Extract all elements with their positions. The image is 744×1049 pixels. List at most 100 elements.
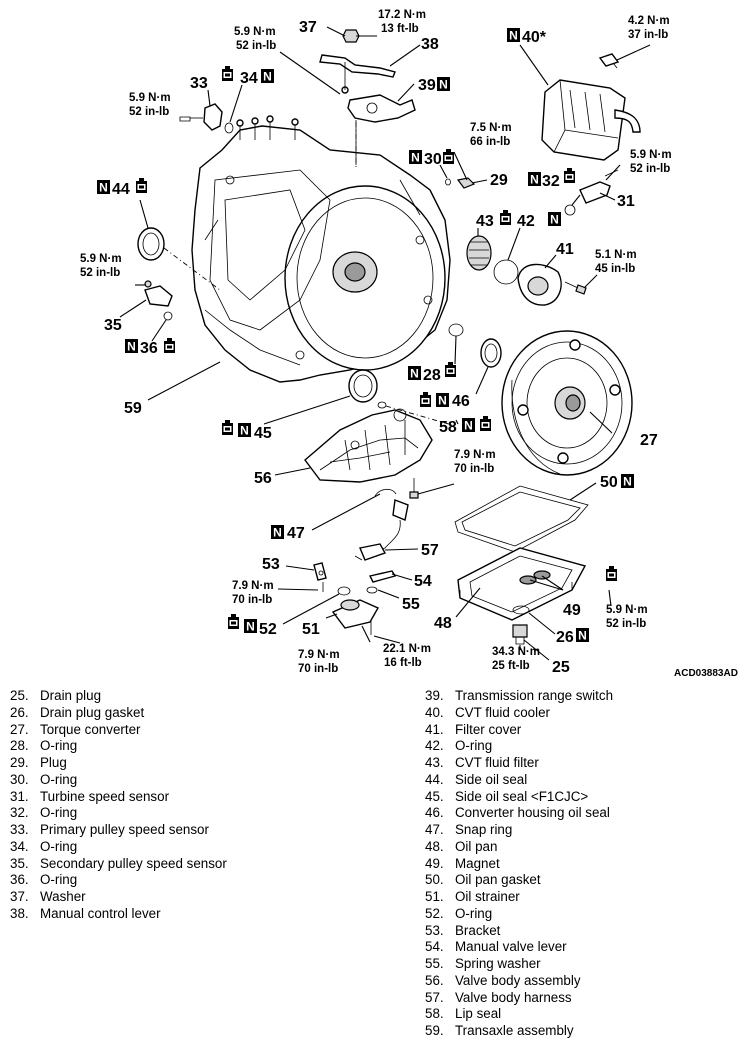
oil-can-icon xyxy=(443,149,454,164)
torque-label: 70 in-lb xyxy=(298,663,338,675)
callout-47: 47 xyxy=(287,525,305,542)
torque-label: 52 in-lb xyxy=(630,163,670,175)
legend-part-name: Secondary pulley speed sensor xyxy=(40,855,227,871)
legend-part-name: Oil strainer xyxy=(455,889,520,904)
callout-36: 36 xyxy=(140,340,158,357)
legend-part-name: Turbine speed sensor xyxy=(40,788,170,804)
legend-part-name: O-ring xyxy=(40,872,78,888)
callout-39: 39 xyxy=(418,77,436,94)
oil-can-icon xyxy=(420,392,431,407)
washer-nut xyxy=(342,29,360,43)
legend-number: 36. xyxy=(10,872,29,888)
legend-part-name: Converter housing oil seal xyxy=(455,805,610,821)
legend-number: 42. xyxy=(425,738,444,754)
legend-item: 29.Plug xyxy=(10,755,227,772)
legend-part-name: O-ring xyxy=(455,738,493,754)
torque-label: 52 in-lb xyxy=(236,40,276,52)
legend-number: 50. xyxy=(425,872,444,888)
filter-cover xyxy=(517,263,587,306)
torque-label: 17.2 N·m xyxy=(378,9,426,21)
legend-part-name: O-ring xyxy=(40,738,78,754)
oil-pan-gasket xyxy=(454,485,589,553)
oil-can-icon xyxy=(228,614,239,629)
drain-plug-gasket xyxy=(512,605,530,615)
torque-label: 45 in-lb xyxy=(595,263,635,275)
torque-label: 34.3 N·m xyxy=(492,646,540,658)
callout-49: 49 xyxy=(563,602,581,619)
legend-number: 37. xyxy=(10,889,29,904)
o-ring-28 xyxy=(448,323,464,337)
legend-number: 40. xyxy=(425,704,444,720)
legend-item: 38.Manual control lever xyxy=(10,906,227,923)
torque-label: 7.9 N·m xyxy=(454,449,496,461)
oil-can-icon xyxy=(445,362,456,377)
callout-42: 42 xyxy=(517,213,535,230)
new-part-icon xyxy=(408,366,421,381)
transaxle-case xyxy=(191,115,451,383)
oil-can-icon xyxy=(164,338,175,353)
legend-part-name: CVT fluid filter xyxy=(455,755,539,770)
legend-part-name: Spring washer xyxy=(455,956,541,971)
legend-part-name: O-ring xyxy=(455,905,493,921)
legend-item: 39.Transmission range switch xyxy=(425,688,613,705)
legend-part-name: Washer xyxy=(40,889,86,904)
torque-label: 70 in-lb xyxy=(232,594,272,606)
legend-number: 53. xyxy=(425,922,444,938)
legend-number: 38. xyxy=(10,905,29,921)
filter-o-ring xyxy=(493,259,519,285)
leader-lines xyxy=(119,26,651,661)
callout-59: 59 xyxy=(124,400,142,417)
torque-label: 37 in-lb xyxy=(628,29,668,41)
legend-number: 39. xyxy=(425,688,444,703)
callout-35: 35 xyxy=(104,317,122,334)
torque-converter xyxy=(501,330,633,476)
legend-number: 35. xyxy=(10,855,29,871)
legend-number: 51. xyxy=(425,889,444,904)
callout-32: 32 xyxy=(542,173,560,190)
side-oil-seal-f1cjc xyxy=(348,369,378,403)
exploded-view-diagram: N xyxy=(80,9,738,679)
callout-57: 57 xyxy=(421,542,439,559)
legend-number: 57. xyxy=(425,989,444,1005)
callout-43: 43 xyxy=(476,213,494,230)
callout-50: 50 xyxy=(600,474,618,491)
legend-item: 47.Snap ring xyxy=(425,822,613,839)
legend-item: 42. O-ring xyxy=(425,738,613,755)
legend-item: 55.Spring washer xyxy=(425,956,613,973)
legend-item: 41.Filter cover xyxy=(425,722,613,739)
legend-number: 43. xyxy=(425,755,444,770)
torque-label: 22.1 N·m xyxy=(383,643,431,655)
legend-number: 26. xyxy=(10,704,29,720)
callout-31: 31 xyxy=(617,193,635,210)
callout-53: 53 xyxy=(262,556,280,573)
torque-label: 7.9 N·m xyxy=(298,649,340,661)
manual-valve-lever xyxy=(368,570,397,583)
legend-item: 59.Transaxle assembly xyxy=(425,1023,613,1040)
strainer-o-ring xyxy=(337,586,351,596)
new-part-icon xyxy=(507,28,520,43)
callout-25: 25 xyxy=(552,659,570,676)
legend-number: 59. xyxy=(425,1023,444,1038)
legend-number: 44. xyxy=(425,771,444,787)
oil-can-icon xyxy=(222,66,233,81)
valve-body-assembly xyxy=(304,401,453,483)
torque-label: 5.1 N·m xyxy=(595,249,637,261)
legend-number: 56. xyxy=(425,972,444,988)
legend-part-name: O-ring xyxy=(40,771,78,787)
callout-38: 38 xyxy=(421,36,439,53)
legend-item: 37. Washer xyxy=(10,889,227,906)
torque-label: 70 in-lb xyxy=(454,463,494,475)
legend-number: 32. xyxy=(10,805,29,821)
oil-can-icon xyxy=(480,416,491,431)
callout-44: 44 xyxy=(112,181,130,198)
callout-41: 41 xyxy=(556,241,574,258)
oil-can-icon xyxy=(222,420,233,435)
legend-part-name: Bracket xyxy=(455,922,501,938)
torque-label: 52 in-lb xyxy=(606,618,646,630)
new-part-icon xyxy=(261,69,274,84)
legend-item: 49.Magnet xyxy=(425,856,613,873)
legend-number: 46. xyxy=(425,805,444,821)
converter-housing-oil-seal xyxy=(480,338,502,368)
legend-number: 29. xyxy=(10,755,29,770)
